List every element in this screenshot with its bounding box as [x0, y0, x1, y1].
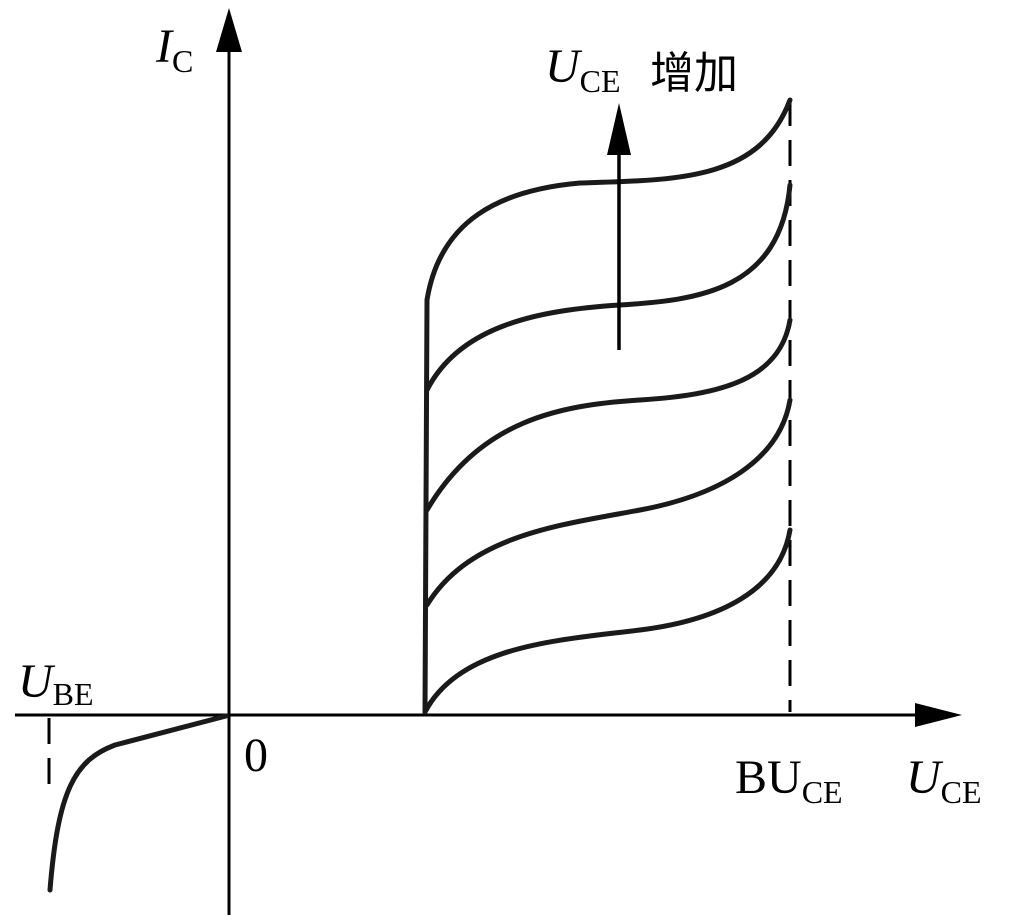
characteristic-curve-5	[424, 97, 793, 303]
y-axis-label: IC	[155, 20, 193, 79]
x-axis-label: UCE	[906, 751, 982, 810]
increase-arrowhead	[607, 103, 631, 155]
characteristic-curve-4	[424, 182, 793, 393]
increase-annotation-text: 增加	[650, 48, 738, 99]
reverse-axis-label: UBE	[18, 655, 94, 712]
rising-edge-line	[422, 297, 430, 715]
characteristic-curve-1	[422, 527, 793, 715]
y-axis-arrowhead	[216, 8, 242, 52]
characteristic-curve-2	[424, 397, 793, 608]
characteristic-curve-3	[424, 317, 793, 513]
x-axis-arrowhead	[915, 703, 962, 727]
breakdown-voltage-label: BUCE	[735, 751, 843, 810]
increase-annotation-label: UCE	[545, 40, 621, 99]
origin-label: 0	[244, 729, 268, 782]
reverse-characteristic-curve	[47, 713, 229, 893]
